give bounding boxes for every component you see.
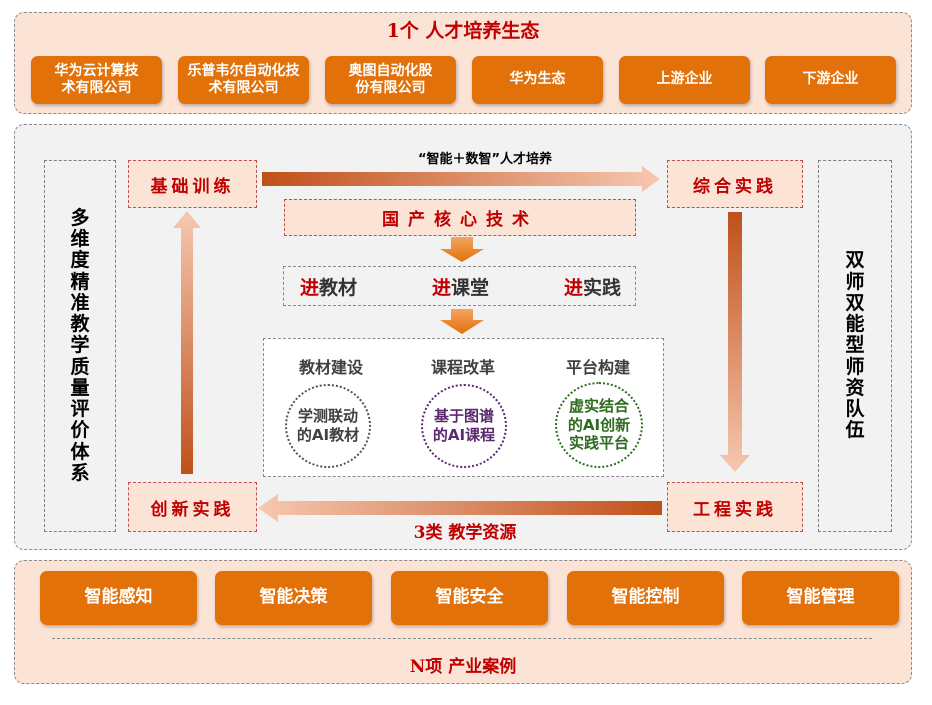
talent-ecosystem-panel <box>14 12 912 114</box>
arrow-to-innovation <box>258 494 662 522</box>
entry-classroom: 进课堂 <box>432 273 489 300</box>
dual-teacher-team: 双师双能型师资队伍 <box>818 160 892 532</box>
entry-textbook: 进教材 <box>300 273 357 300</box>
partner-label: 华为生态 <box>509 71 566 88</box>
entry-mark: 进 <box>563 276 583 299</box>
quality-evaluation-label: 多维度精准教学质量评价体系 <box>70 206 90 484</box>
column-heading-textbook: 教材建设 <box>298 358 363 377</box>
stage-basic-training: 基础训练 <box>128 160 257 208</box>
entry-text: 实践 <box>582 276 621 299</box>
circle-ai-platform: 虚实结合的AI创新实践平台 <box>555 382 643 468</box>
arrow-down-2 <box>440 309 484 334</box>
talent-training-label: “智能＋数智”人才培养 <box>417 152 553 167</box>
arrow-to-comprehensive <box>262 166 660 192</box>
partner-lepu: 乐普韦尔自动化技术有限公司 <box>178 56 309 104</box>
arrow-to-basic <box>173 211 201 474</box>
case-smart-management: 智能管理 <box>742 571 899 625</box>
partner-label: 下游企业 <box>802 71 859 88</box>
arrow-down-1 <box>440 237 484 262</box>
three-entries-bar: 进教材 进课堂 进实践 <box>283 266 636 306</box>
stage-comprehensive-practice: 综合实践 <box>667 160 803 208</box>
partner-huawei-ecosystem: 华为生态 <box>472 56 603 104</box>
partner-downstream: 下游企业 <box>765 56 896 104</box>
domestic-core-tech: 国产核心技术 <box>284 199 636 236</box>
partner-aotu: 奥图自动化股份有限公司 <box>325 56 456 104</box>
teaching-resources-label: 3类 教学资源 <box>413 523 517 543</box>
stage-innovation-practice: 创新实践 <box>128 482 257 532</box>
case-smart-decision: 智能决策 <box>215 571 372 625</box>
industry-cases-title: N项 产业案例 <box>409 657 517 677</box>
stage-engineering-practice: 工程实践 <box>667 482 803 532</box>
case-smart-control: 智能控制 <box>567 571 724 625</box>
partner-upstream: 上游企业 <box>619 56 750 104</box>
circle-ai-course: 基于图谱的AI课程 <box>421 384 507 468</box>
case-smart-security: 智能安全 <box>391 571 548 625</box>
partner-label: 上游企业 <box>656 71 713 88</box>
arrow-to-engineering <box>720 212 750 472</box>
circle-label: 基于图谱的AI课程 <box>432 407 496 444</box>
entry-mark: 进 <box>300 276 320 299</box>
case-divider <box>52 638 872 639</box>
partner-label: 乐普韦尔自动化技术有限公司 <box>187 62 300 97</box>
partner-huawei-cloud: 华为云计算技术有限公司 <box>31 56 162 104</box>
circle-label: 学测联动的AI教材 <box>296 407 360 444</box>
dual-teacher-label: 双师双能型师资队伍 <box>845 249 865 442</box>
entry-mark: 进 <box>431 276 451 299</box>
case-smart-sensing: 智能感知 <box>40 571 197 625</box>
partner-label: 奥图自动化股份有限公司 <box>348 62 433 97</box>
circle-label: 虚实结合的AI创新实践平台 <box>567 396 631 453</box>
entry-text: 课堂 <box>451 276 490 299</box>
column-heading-platform: 平台构建 <box>565 358 630 377</box>
entry-practice: 进实践 <box>564 273 621 300</box>
circle-ai-textbook: 学测联动的AI教材 <box>285 384 371 468</box>
ecosystem-title: 1个 人才培养生态 <box>386 20 540 42</box>
partner-label: 华为云计算技术有限公司 <box>54 62 139 97</box>
quality-evaluation-system: 多维度精准教学质量评价体系 <box>44 160 116 532</box>
entry-text: 教材 <box>319 276 358 299</box>
column-heading-course: 课程改革 <box>430 358 495 377</box>
